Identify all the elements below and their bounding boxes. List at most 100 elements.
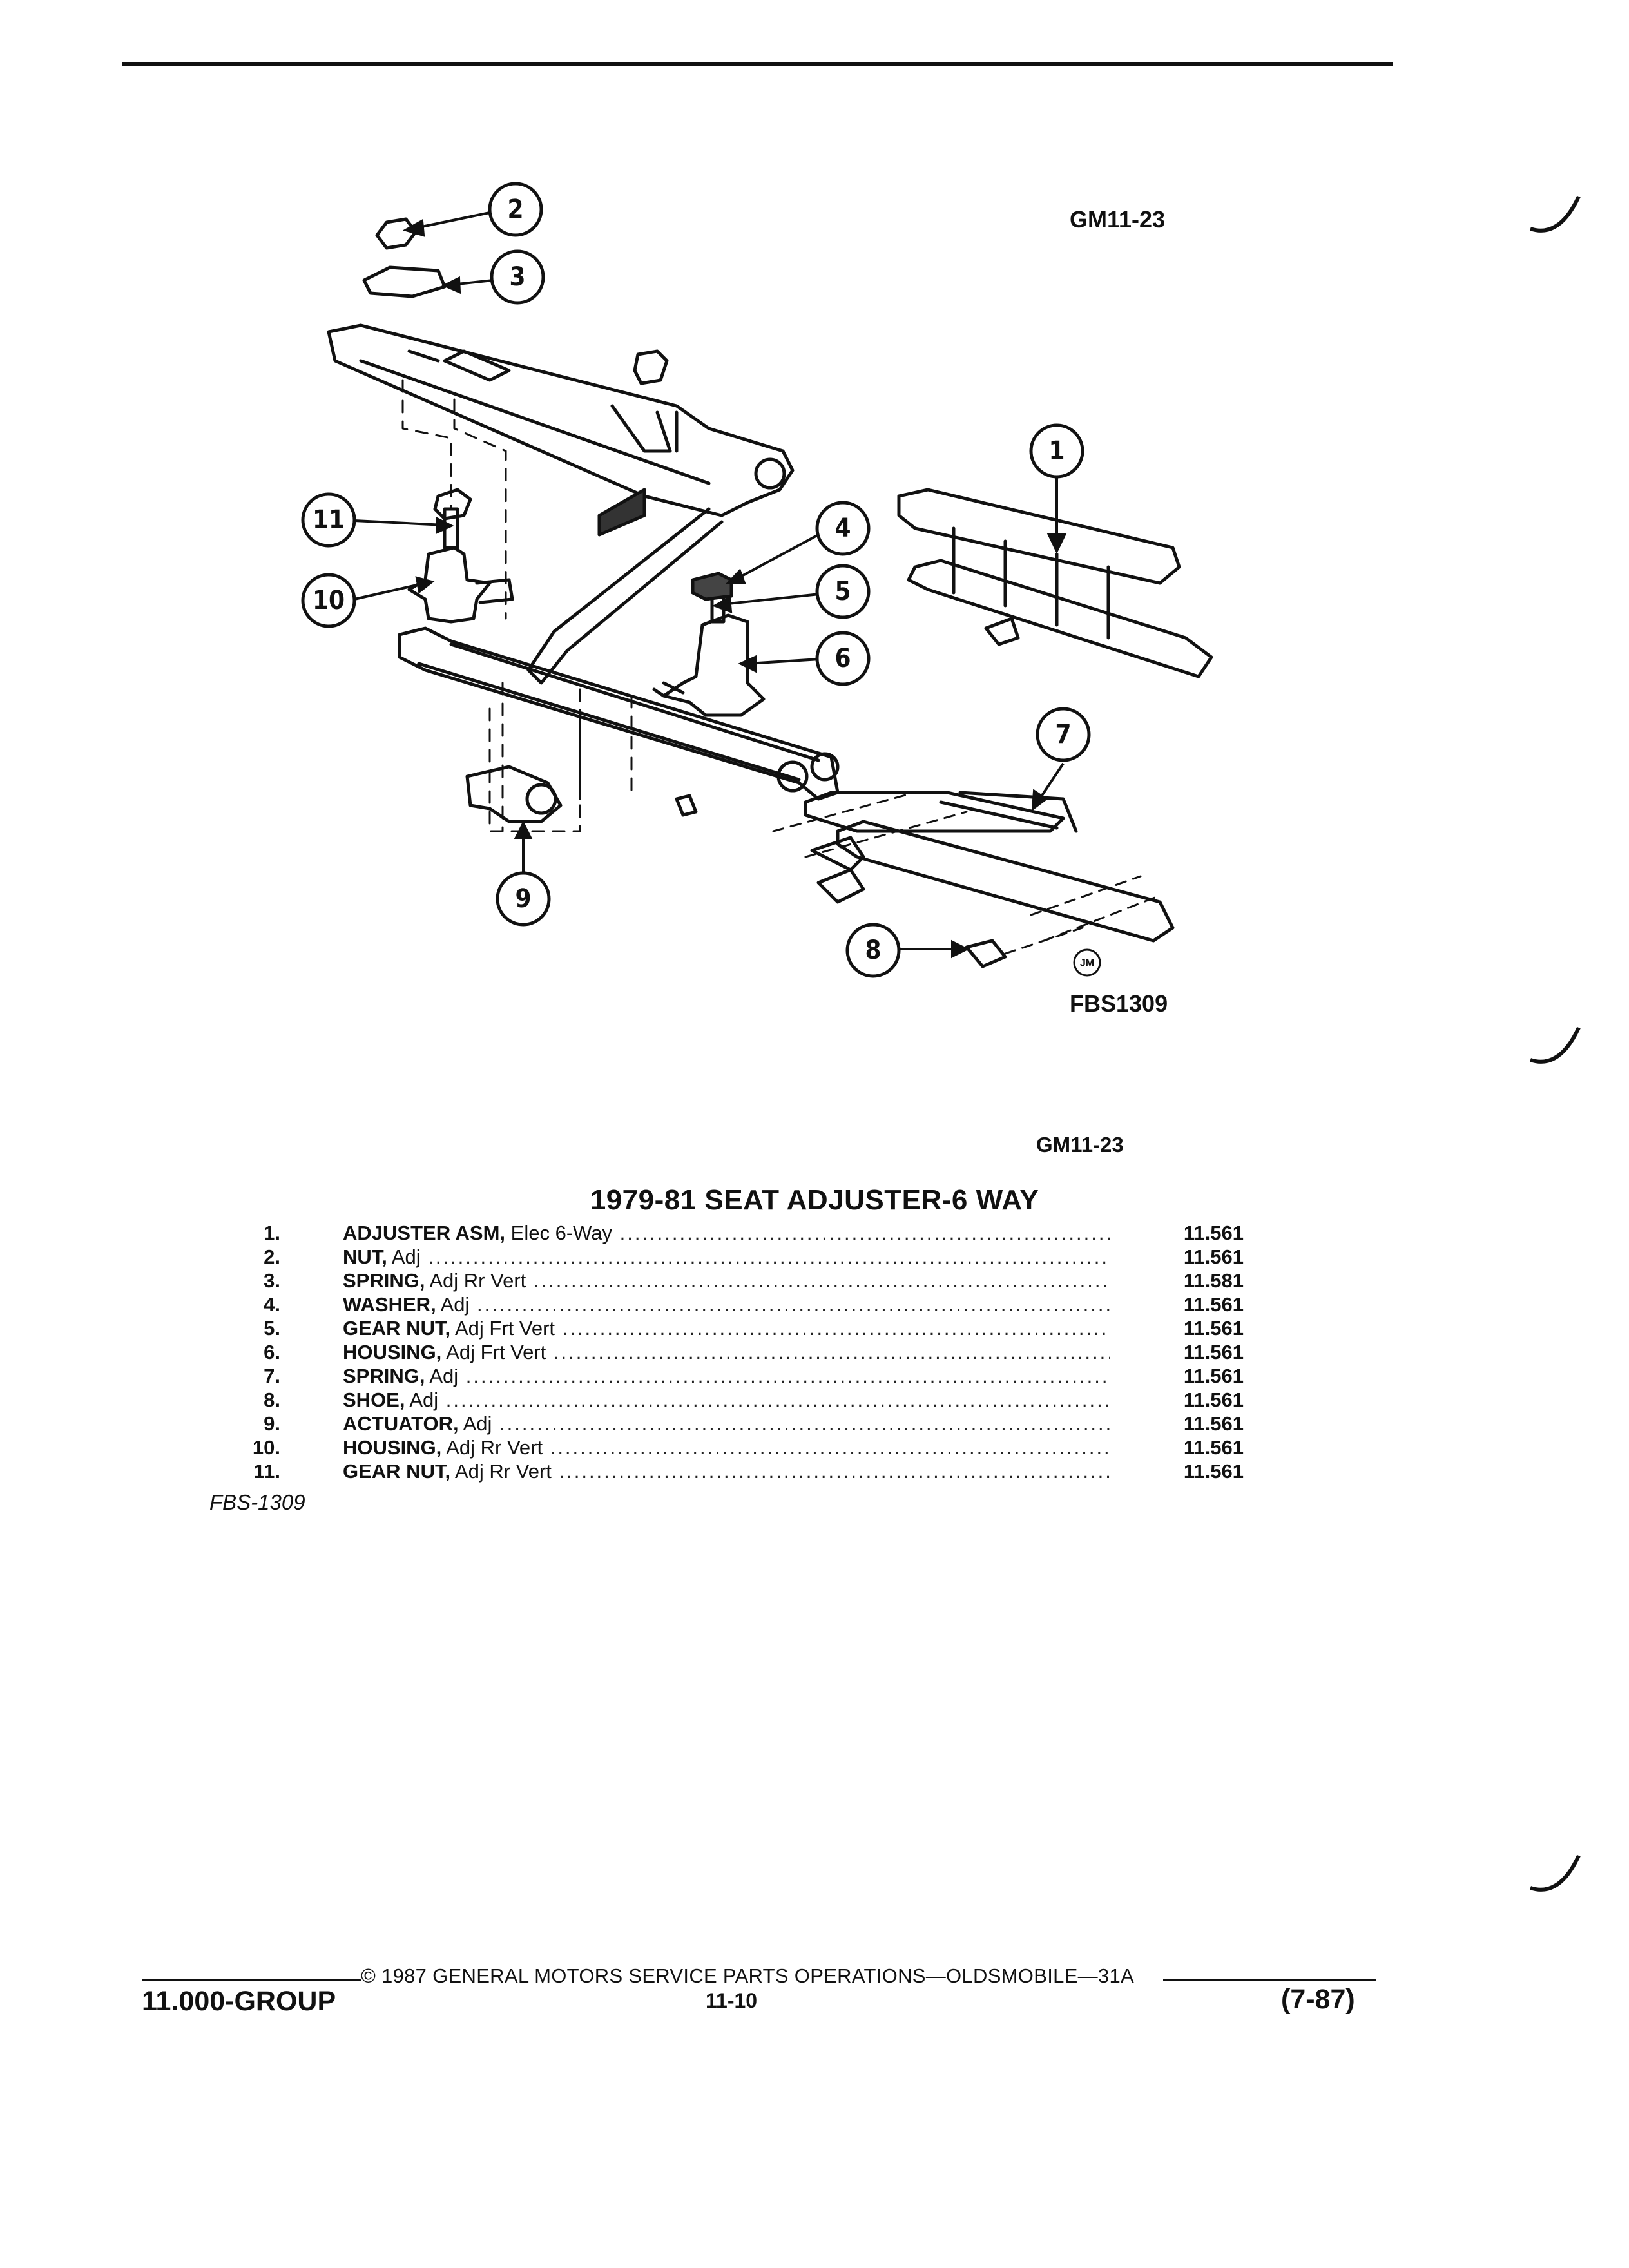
- group-number: 11.561: [1183, 1389, 1244, 1411]
- item-number: 5.: [264, 1317, 280, 1340]
- item-description: HOUSING, Adj Frt Vert ..................…: [343, 1340, 1110, 1364]
- lower-rail: [398, 626, 840, 801]
- punch-mark-top: [1530, 195, 1581, 233]
- group-number: 11.561: [1183, 1412, 1244, 1435]
- front-housing: [662, 613, 766, 717]
- callout-2: 2: [507, 195, 523, 224]
- item-description: SPRING, Adj ............................…: [343, 1364, 1110, 1388]
- parts-list-row: 9. ACTUATOR, Adj ........................…: [0, 1412, 1629, 1436]
- leader-dots: ........................................…: [619, 1222, 1110, 1244]
- item-number: 7.: [264, 1365, 280, 1387]
- shoe: [965, 939, 1007, 968]
- item-number: 8.: [264, 1389, 280, 1411]
- item-description: NUT, Adj ...............................…: [343, 1245, 1110, 1269]
- item-qualifier: Adj: [405, 1389, 439, 1411]
- figure-footnote: FBS-1309: [209, 1490, 305, 1514]
- leader-dots: ........................................…: [559, 1460, 1110, 1483]
- item-name: NUT,: [343, 1245, 387, 1268]
- item-number: 9.: [264, 1412, 280, 1435]
- item-number: 11.: [253, 1460, 280, 1483]
- item-qualifier: Adj Rr Vert: [450, 1460, 552, 1483]
- item-description: SPRING, Adj Rr Vert ....................…: [343, 1269, 1110, 1293]
- callout-9: 9: [515, 884, 531, 914]
- top-spring: [362, 265, 447, 298]
- leader-dots: ........................................…: [428, 1245, 1110, 1268]
- figure-code-bottom: GM11-23: [1036, 1133, 1124, 1157]
- item-name: SHOE,: [343, 1389, 405, 1411]
- item-number: 3.: [264, 1269, 280, 1292]
- item-description: ACTUATOR, Adj ..........................…: [343, 1412, 1110, 1436]
- callout-10: 10: [313, 586, 345, 615]
- parts-list-row: 4.WASHER, Adj ..........................…: [0, 1293, 1629, 1316]
- washer: [691, 572, 733, 601]
- group-number: 11.561: [1183, 1460, 1244, 1483]
- parts-list-title: 1979-81 SEAT ADJUSTER-6 WAY: [590, 1184, 1039, 1216]
- leader-dots: ........................................…: [499, 1412, 1110, 1435]
- parts-list-row: 5. GEAR NUT, Adj Frt Vert ...............…: [0, 1316, 1629, 1340]
- item-qualifier: Adj: [458, 1412, 492, 1435]
- group-number: 11.561: [1183, 1436, 1244, 1459]
- leader-dots: ........................................…: [562, 1317, 1110, 1340]
- item-name: SPRING,: [343, 1269, 425, 1292]
- item-description: HOUSING, Adj Rr Vert ...................…: [343, 1436, 1110, 1459]
- top-rule: [122, 62, 1393, 66]
- item-name: ACTUATOR,: [343, 1412, 459, 1435]
- item-qualifier: Adj: [425, 1365, 459, 1387]
- callout-8: 8: [865, 936, 881, 965]
- parts-list-row: 2. NUT, Adj .............................…: [0, 1245, 1629, 1269]
- leader-dots: ........................................…: [465, 1365, 1110, 1387]
- punch-mark-middle: [1530, 1026, 1581, 1064]
- item-description: GEAR NUT, Adj Rr Vert ..................…: [343, 1459, 1110, 1483]
- jm-logo: [1073, 948, 1101, 977]
- group-number: 11.561: [1183, 1317, 1244, 1340]
- callout-7: 7: [1055, 720, 1071, 749]
- actuator: [465, 765, 563, 823]
- item-name: SPRING,: [343, 1365, 425, 1387]
- jm-logo-text: JM: [1080, 958, 1094, 969]
- item-name: HOUSING,: [343, 1436, 442, 1459]
- item-number: 10.: [252, 1436, 280, 1459]
- footer-rule-left: [142, 1979, 361, 1981]
- footer-group: 11.000-GROUP: [142, 1986, 336, 2017]
- item-description: GEAR NUT, Adj Frt Vert .................…: [343, 1316, 1110, 1340]
- item-number: 2.: [264, 1245, 280, 1268]
- item-name: WASHER,: [343, 1293, 436, 1316]
- item-name: HOUSING,: [343, 1341, 442, 1363]
- item-qualifier: Adj Rr Vert: [441, 1436, 543, 1459]
- punch-mark-bottom: [1530, 1854, 1581, 1892]
- group-number: 11.561: [1183, 1245, 1244, 1268]
- callout-6: 6: [834, 644, 851, 673]
- item-name: GEAR NUT,: [343, 1460, 451, 1483]
- item-qualifier: Adj Frt Vert: [441, 1341, 546, 1363]
- callout-4: 4: [834, 514, 851, 543]
- parts-list-row: 1.ADJUSTER ASM, Elec 6-Way .............…: [0, 1221, 1629, 1245]
- item-qualifier: Adj: [436, 1293, 470, 1316]
- figure-code-top: GM11-23: [1070, 206, 1165, 233]
- parts-list-row: 10. HOUSING, Adj Rr Vert ................…: [0, 1436, 1629, 1459]
- front-spring-plate: [804, 791, 1065, 833]
- footer-copyright: © 1987 GENERAL MOTORS SERVICE PARTS OPER…: [361, 1965, 1134, 1987]
- group-number: 11.581: [1183, 1269, 1244, 1292]
- leader-dots: ........................................…: [533, 1269, 1110, 1292]
- top-nut: [375, 217, 418, 250]
- leader-dots: ........................................…: [550, 1436, 1110, 1459]
- item-description: ADJUSTER ASM, Elec 6-Way ...............…: [343, 1221, 1110, 1245]
- item-qualifier: Adj: [387, 1245, 421, 1268]
- group-number: 11.561: [1183, 1341, 1244, 1363]
- parts-list-row: 8. SHOE, Adj ............................…: [0, 1388, 1629, 1412]
- upper-arm: [327, 323, 795, 517]
- item-number: 6.: [264, 1341, 280, 1363]
- parts-list-row: 11. GEAR NUT, Adj Rr Vert ...............…: [0, 1459, 1629, 1483]
- group-number: 11.561: [1183, 1222, 1244, 1244]
- item-description: SHOE, Adj ..............................…: [343, 1388, 1110, 1412]
- footer-rule-right: [1163, 1979, 1376, 1981]
- group-number: 11.561: [1183, 1365, 1244, 1387]
- item-description: WASHER, Adj ............................…: [343, 1293, 1110, 1316]
- exploded-parts-diagram: 2 3 1 4 5 6 7 8 9 10 11 GM11-23 JM FBS13…: [301, 182, 1213, 1017]
- callout-5: 5: [834, 577, 851, 606]
- item-qualifier: Elec 6-Way: [505, 1222, 612, 1244]
- assembled-adjuster: [897, 488, 1181, 585]
- leader-dots: ........................................…: [477, 1293, 1110, 1316]
- diagonal-link: [526, 507, 724, 685]
- leader-dots: ........................................…: [553, 1341, 1110, 1363]
